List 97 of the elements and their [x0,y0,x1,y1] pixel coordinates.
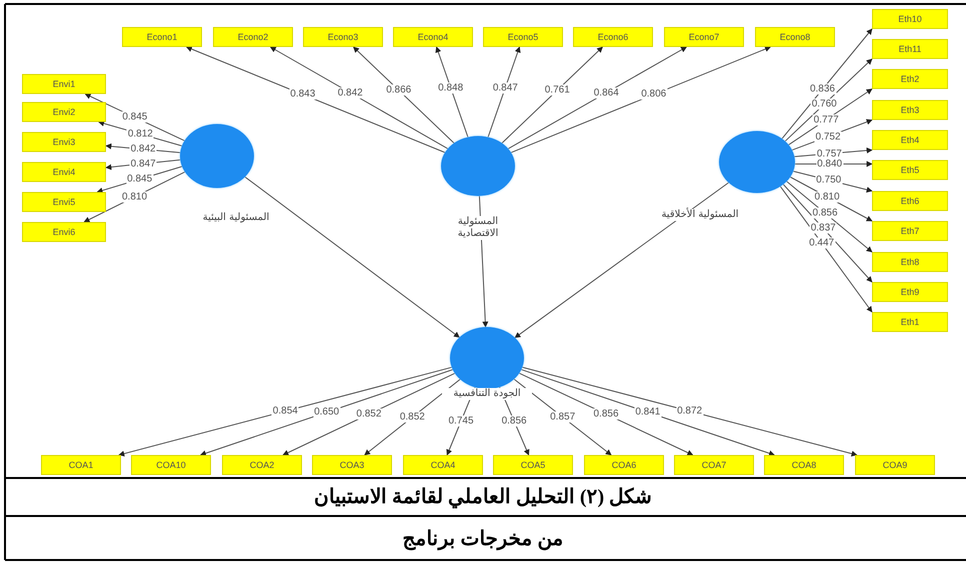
indicator-box: Envi6 [22,222,106,242]
construct-ellipse [180,124,254,188]
indicator-box: COA3 [312,455,392,475]
indicator-box: COA6 [584,455,664,475]
edge-label: 0.845 [121,112,148,123]
edge-label: 0.856 [592,408,620,420]
edge-label: 0.812 [126,128,154,140]
indicator-box: Envi3 [22,132,106,152]
edge-label: 0.760 [810,98,838,110]
edge-label: 0.852 [398,412,426,423]
arrow [510,46,771,154]
edge-label: 0.447 [808,237,836,248]
edge-label: 0.841 [634,406,662,418]
edge-label: 0.750 [815,174,842,186]
arrow [118,366,452,457]
indicator-box: Econo1 [122,27,202,47]
indicator-box: Eth2 [872,69,948,89]
indicator-box: Econo8 [755,27,835,47]
edge-label: 0.745 [448,416,475,427]
edge-label: 0.845 [126,174,154,185]
indicator-box: Eth7 [872,221,948,241]
indicator-box: COA5 [493,455,573,475]
indicator-box: Econo2 [213,27,293,47]
arrow [522,366,858,457]
indicator-box: Envi2 [22,102,106,122]
indicator-box: Econo3 [303,27,383,47]
construct-ellipse [441,136,515,196]
arrow [244,176,460,338]
arrow [282,372,456,456]
edge-label: 0.847 [130,158,157,170]
indicator-box: Econo7 [664,27,744,47]
arrow [782,28,872,140]
arrow [520,369,775,456]
edge-label: 0.752 [814,131,842,142]
indicator-box: Envi5 [22,192,106,212]
indicator-box: Eth8 [872,252,948,272]
edge-label: 0.864 [592,87,620,98]
arrow [488,46,521,138]
edge-label: 0.836 [808,84,836,95]
edge-label: 0.837 [810,222,837,234]
arrow [352,46,455,144]
edge-label: 0.650 [313,406,340,418]
edge-label: 0.852 [355,408,382,420]
indicator-box: Eth1 [872,312,948,332]
indicator-box: Eth9 [872,282,948,302]
edge-label: 0.857 [549,412,576,423]
arrow [508,46,687,150]
arrow [435,46,468,138]
source-note: من مخرجات برنامج [402,528,564,550]
arrow [501,46,604,144]
indicator-box: COA2 [222,455,302,475]
arrow [782,184,872,282]
arrow [780,186,872,312]
arrow [518,372,694,456]
indicator-box: Eth4 [872,130,948,150]
indicator-box: Envi1 [22,74,106,94]
indicator-box: Eth3 [872,100,948,120]
edge-label: 0.872 [676,406,704,417]
indicator-box: Eth11 [872,39,948,59]
arrow [514,182,730,338]
arrow [270,46,448,150]
edge-label: 0.856 [812,208,839,219]
indicator-box: COA9 [855,455,935,475]
indicator-box: Eth6 [872,191,948,211]
indicator-box: Envi4 [22,162,106,182]
construct-ellipse [450,327,524,389]
arrow [200,369,454,456]
indicator-box: Econo4 [393,27,473,47]
indicator-box: COA7 [674,455,754,475]
edge-label: 0.757 [816,148,843,160]
arrow [186,46,446,153]
edge-label: 0.842 [336,87,364,98]
edge-label: 0.761 [544,84,571,96]
indicator-box: Econo5 [483,27,563,47]
edge-label: 0.848 [437,82,464,94]
edge-label: 0.810 [121,191,148,202]
caption: شكل (٢) التحليل العاملي لقائمة الاستبيان [314,486,652,508]
edge-label: 0.777 [812,114,840,126]
edge-label: 0.854 [272,406,299,417]
indicator-box: COA10 [131,455,211,475]
indicator-box: COA4 [403,455,483,475]
edge-label: 0.806 [640,88,668,100]
edge-label: 0.842 [130,144,157,155]
edge-label: 0.847 [492,82,519,94]
edge-label: 0.856 [500,416,528,427]
indicator-box: Econo6 [573,27,653,47]
indicator-box: Eth10 [872,9,948,29]
indicator-box: COA1 [41,455,121,475]
edge-label: 0.840 [816,158,844,170]
construct-ellipse [719,131,795,193]
edge-label: 0.810 [814,191,841,202]
indicator-box: COA8 [764,455,844,475]
indicator-box: Eth5 [872,160,948,180]
edge-label: 0.843 [289,88,316,100]
construct-label: الجودة التنافسية [442,388,532,400]
arrow [784,58,872,142]
edge-label: 0.866 [385,84,412,96]
